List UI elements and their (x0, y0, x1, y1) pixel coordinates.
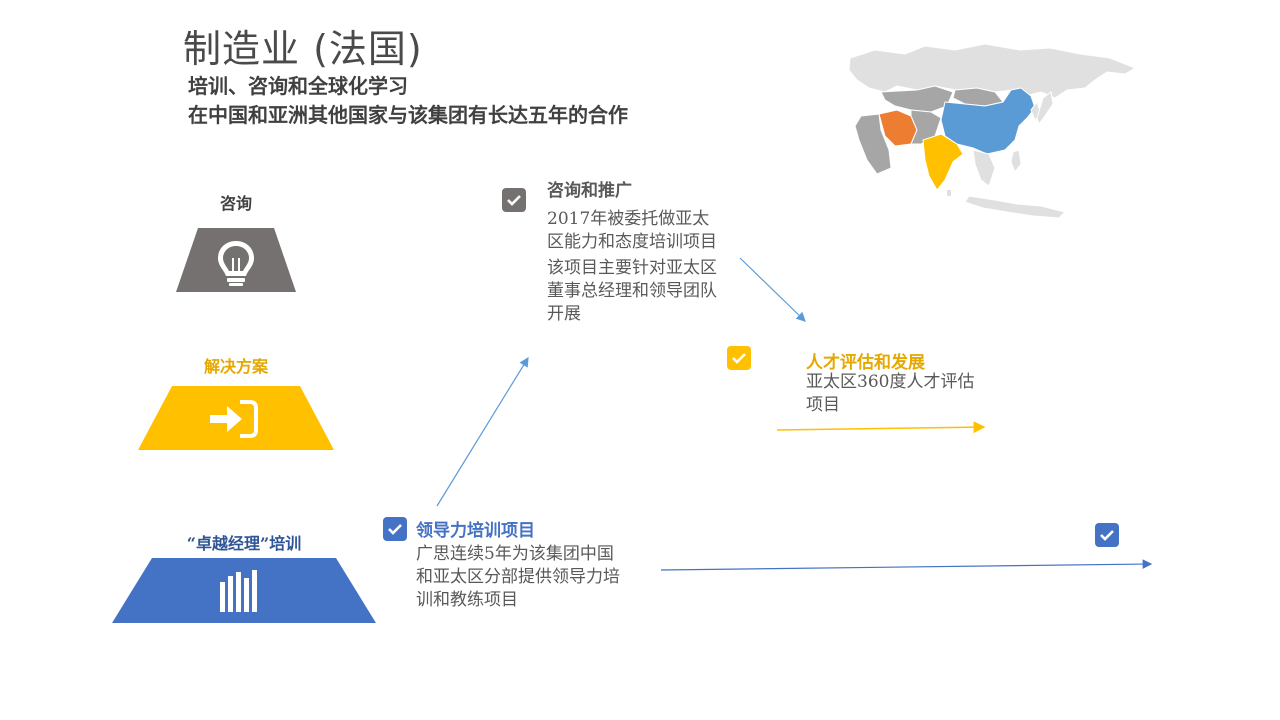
asia-map (848, 43, 1137, 219)
stage-trapezoid-consulting (176, 228, 296, 292)
stage-label-consulting: 咨询 (219, 194, 252, 213)
milestone-text-consulting-2: 该项目主要针对亚太区董事总经理和领导团队开展 (547, 258, 717, 324)
stage-label-manager-training: “卓越经理”培训 (186, 534, 302, 553)
page-title: 制造业 (法国) (183, 27, 423, 71)
check-icon (1100, 530, 1114, 541)
checkbox-leadership[interactable] (383, 517, 407, 541)
bar-chart-icon (220, 570, 257, 612)
lightbulb-icon (218, 241, 254, 286)
sign-in-arrow-icon (210, 400, 258, 438)
check-icon (388, 524, 402, 535)
milestone-text-talent: 亚太区360度人才评估项目 (806, 372, 975, 415)
page-subtitle-1: 培训、咨询和全球化学习 (188, 74, 408, 98)
checkbox-future[interactable] (1095, 523, 1119, 547)
stage-trapezoid-manager-training (112, 558, 376, 623)
checkbox-talent[interactable] (727, 346, 751, 370)
milestone-text-leadership: 广思连续5年为该集团中国和亚太区分部提供领导力培训和教练项目 (416, 544, 620, 610)
milestone-text-consulting: 2017年被委托做亚太区能力和态度培训项目 该项目主要针对亚太区董事总经理和领导… (547, 208, 722, 326)
milestone-title-consulting: 咨询和推广 (547, 181, 632, 201)
page-subtitle-2: 在中国和亚洲其他国家与该集团有长达五年的合作 (188, 103, 628, 127)
stage-trapezoid-solution (138, 386, 334, 450)
check-icon (507, 195, 521, 206)
stage-label-solution: 解决方案 (203, 357, 268, 376)
milestone-title-leadership: 领导力培训项目 (416, 521, 535, 541)
check-icon (732, 353, 746, 364)
milestone-title-talent: 人才评估和发展 (806, 353, 925, 373)
checkbox-consulting[interactable] (502, 188, 526, 212)
milestone-text-consulting-1: 2017年被委托做亚太区能力和态度培训项目 (547, 209, 717, 252)
